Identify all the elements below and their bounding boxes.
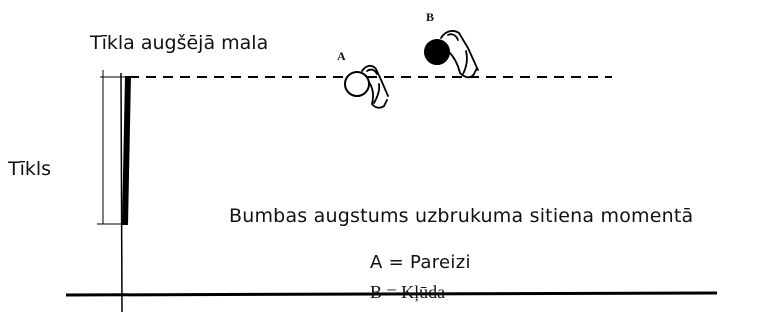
ball-height-caption: Bumbas augstums uzbrukuma sitiena moment… <box>229 205 694 227</box>
point-a-label: A <box>337 49 346 63</box>
point-b-label: B <box>426 10 435 24</box>
ball-b <box>424 39 450 65</box>
net-band <box>122 75 131 226</box>
hand-icon <box>361 64 389 109</box>
legend-fault: B = Kļūda <box>370 282 446 302</box>
net-label: Tīkls <box>8 158 52 180</box>
hand-icon <box>440 30 479 79</box>
floor-line <box>65 291 718 297</box>
pole-line <box>120 72 123 313</box>
ball-a <box>344 71 370 97</box>
net-top-edge-label: Tīkla augšējā mala <box>90 32 269 54</box>
legend-correct: A = Pareizi <box>370 252 471 273</box>
